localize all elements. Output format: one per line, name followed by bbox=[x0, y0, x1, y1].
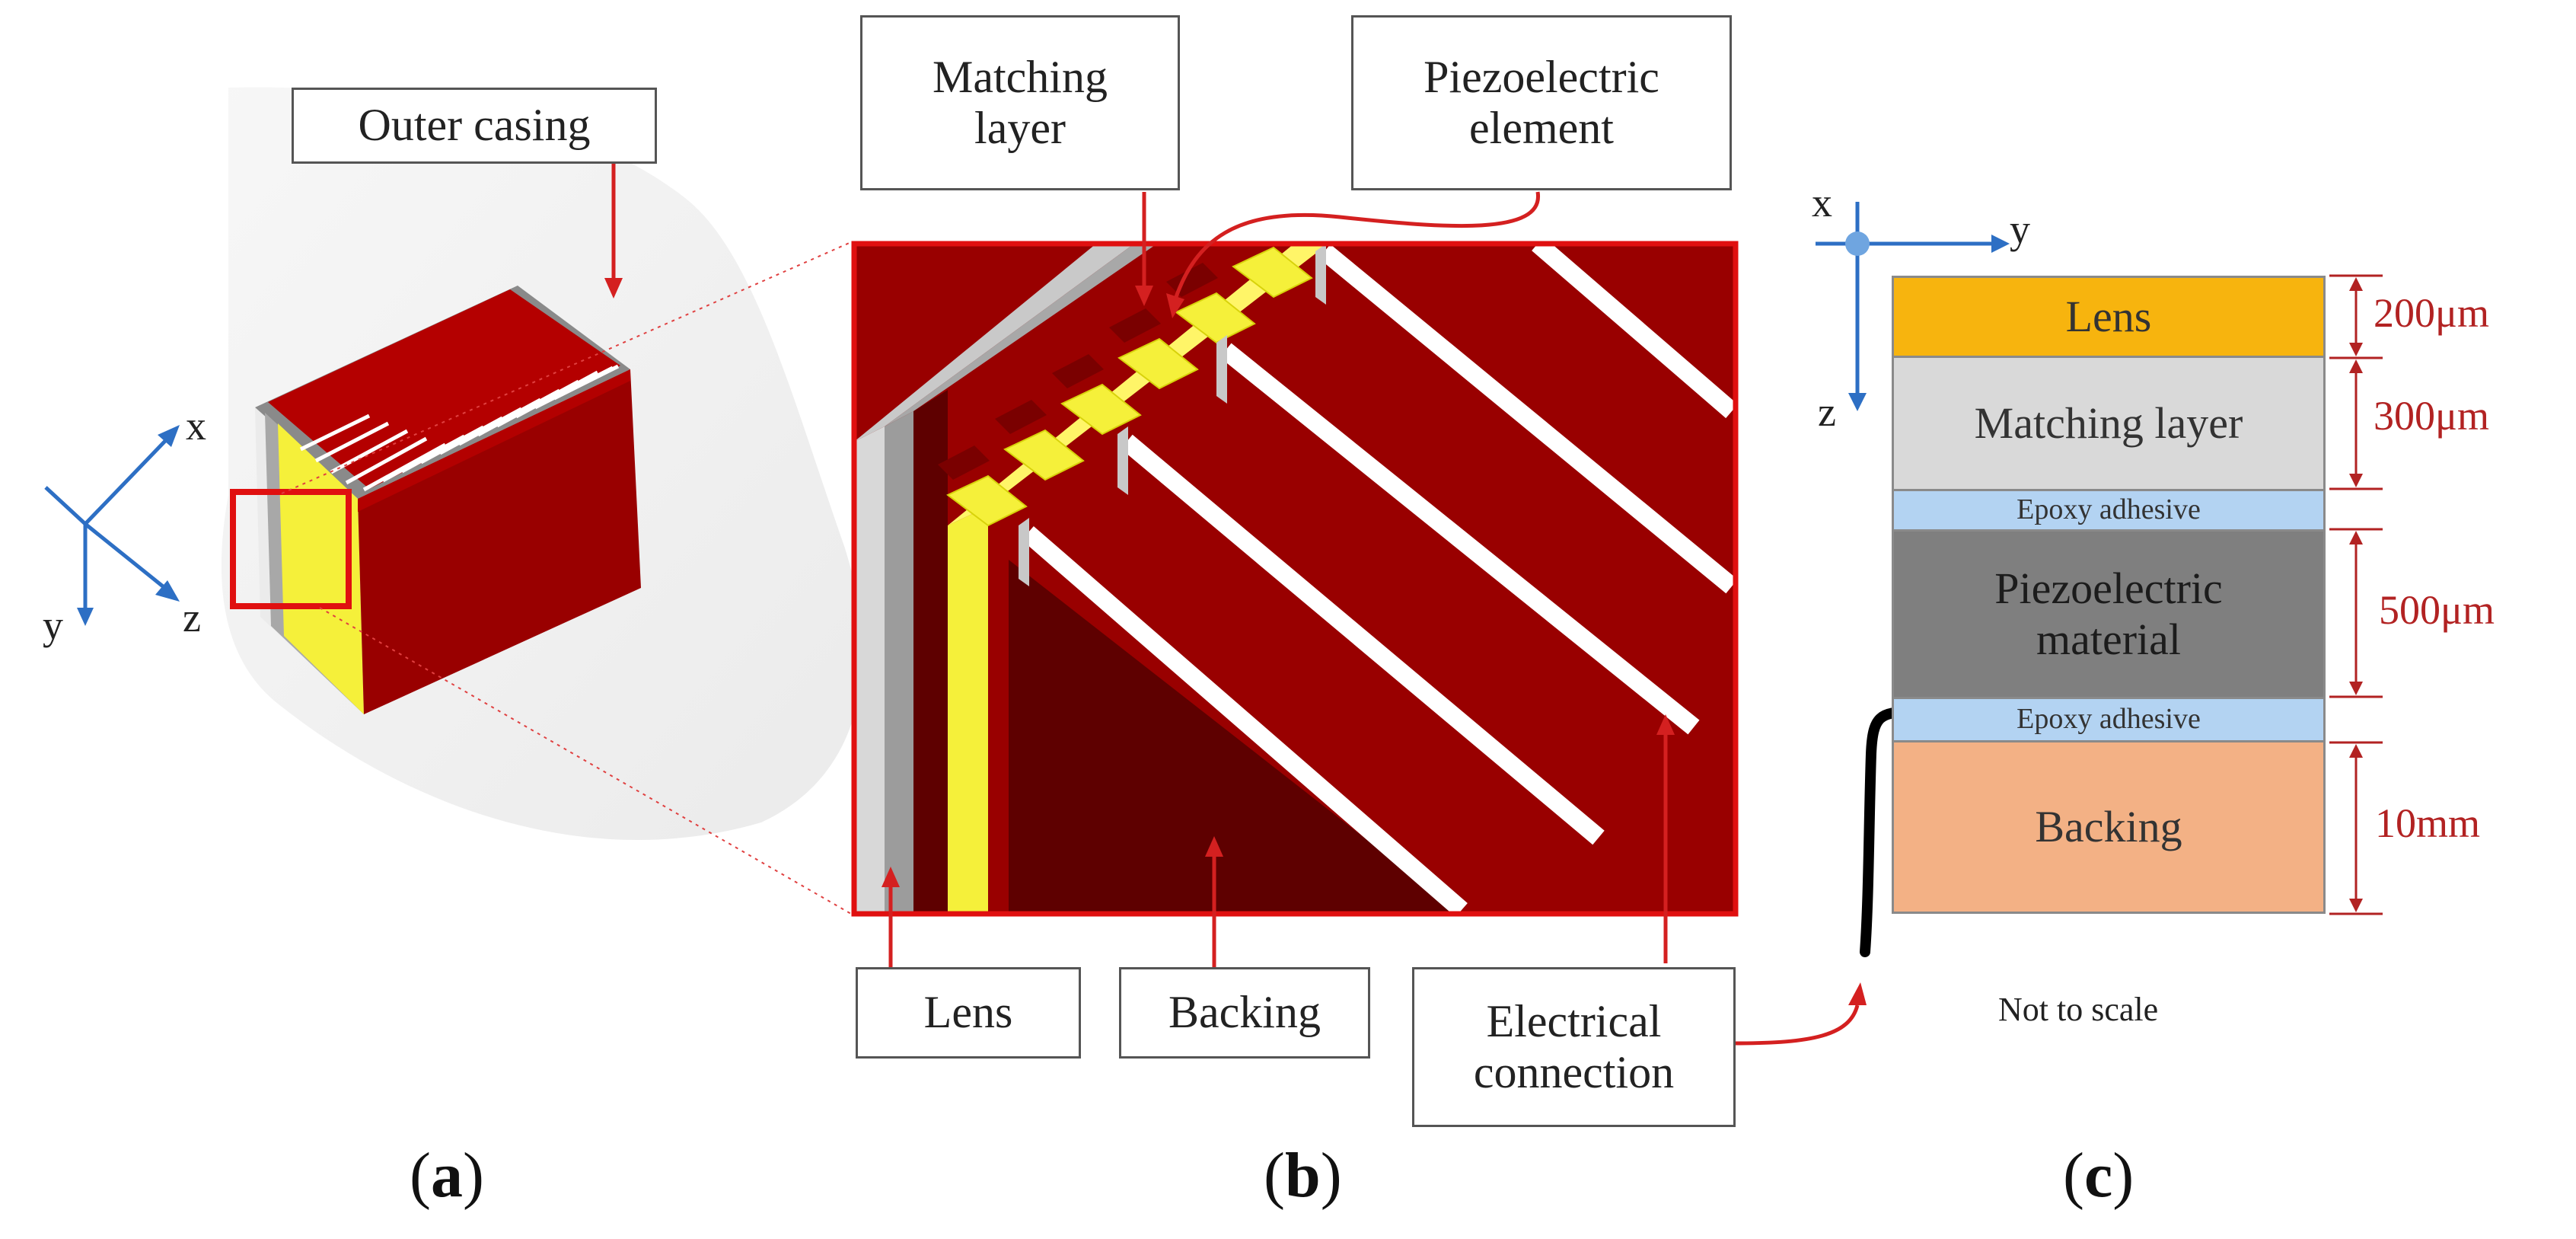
stack-layer-epoxy-top-text: Epoxy adhesive bbox=[2016, 493, 2201, 526]
outer-casing-text: Outer casing bbox=[358, 100, 591, 151]
axis-a-z-label: z bbox=[183, 595, 201, 640]
piezoelectric-element-label: Piezoelectric element bbox=[1351, 15, 1732, 190]
stack-layer-lens: Lens bbox=[1892, 276, 2326, 358]
electrical-connection-label: Electrical connection bbox=[1412, 967, 1736, 1127]
stack-layer-matching: Matching layer bbox=[1892, 356, 2326, 491]
zoom-guide-lines bbox=[281, 241, 852, 915]
axis-c-y-label: y bbox=[2010, 206, 2030, 252]
transducer-array bbox=[255, 286, 641, 714]
panel-a-letter: a bbox=[430, 1140, 463, 1211]
electrical-connection-text-2: connection bbox=[1473, 1047, 1675, 1097]
electrical-connection-text-1: Electrical bbox=[1486, 995, 1662, 1046]
matching-layer-text-2: layer bbox=[974, 103, 1066, 153]
lens-label: Lens bbox=[856, 967, 1081, 1059]
lens-label-text: Lens bbox=[923, 987, 1013, 1038]
panel-label-a: (a) bbox=[410, 1138, 484, 1212]
electrode-blocks bbox=[946, 246, 1313, 527]
electrical-connection-arrow bbox=[1656, 714, 1675, 963]
piezoelectric-element-text-1: Piezoelectric bbox=[1423, 51, 1659, 102]
lens-front-face bbox=[854, 426, 885, 914]
dimension-matching: 300μm bbox=[2374, 393, 2489, 439]
stack-layer-piezoelectric: Piezoelectric material bbox=[1892, 529, 2326, 699]
backing-arrow bbox=[1205, 836, 1223, 967]
axis-a-x-label: x bbox=[186, 403, 206, 449]
backing-label: Backing bbox=[1119, 967, 1370, 1059]
stack-layer-piezo-text-1: Piezoelectric bbox=[1994, 563, 2223, 613]
stack-layer-lens-text: Lens bbox=[2065, 291, 2152, 341]
matching-layer-text-1: Matching bbox=[933, 51, 1108, 102]
stack-layer-backing-text: Backing bbox=[2035, 801, 2182, 851]
axis-c-z-label: z bbox=[1818, 389, 1836, 435]
panel-c-open: ( bbox=[2063, 1140, 2084, 1211]
piezoelectric-element-arrow bbox=[1166, 191, 1540, 318]
dimension-lens: 200μm bbox=[2374, 290, 2489, 336]
lens-top-face bbox=[854, 244, 1134, 442]
backing-dark-region bbox=[1009, 560, 1462, 914]
axes-c bbox=[1816, 202, 2010, 411]
lens-top-face-edge bbox=[885, 244, 1157, 426]
electrical-to-stack-arrow bbox=[1735, 982, 1867, 1046]
matching-layer-label: Matching layer bbox=[860, 15, 1180, 190]
panel-label-b: (b) bbox=[1264, 1138, 1342, 1212]
panel-c-letter: c bbox=[2083, 1140, 2113, 1211]
stack-layer-epoxy-top: Epoxy adhesive bbox=[1892, 489, 2326, 532]
axes-a bbox=[44, 425, 180, 626]
stack-layer-matching-text: Matching layer bbox=[1974, 398, 2243, 448]
panel-b-open: ( bbox=[1264, 1140, 1285, 1211]
panel-a-open: ( bbox=[410, 1140, 431, 1211]
dimension-piezoelectric: 500μm bbox=[2379, 587, 2495, 633]
stack-dimension-ticks bbox=[2329, 274, 2383, 915]
panel-b-close: ) bbox=[1320, 1140, 1342, 1211]
matching-layer-arrow bbox=[1135, 192, 1153, 306]
electrode-front-face bbox=[948, 506, 988, 914]
electrical-connection-traces bbox=[1022, 244, 1736, 914]
matching-layer-strip bbox=[913, 390, 948, 914]
stack-layer-epoxy-bottom: Epoxy adhesive bbox=[1892, 697, 2326, 742]
panel-c-close: ) bbox=[2112, 1140, 2134, 1211]
axis-a-y-label: y bbox=[43, 602, 63, 648]
axis-c-x-label: x bbox=[1812, 180, 1832, 225]
panel-b-letter: b bbox=[1284, 1140, 1321, 1211]
piezoelectric-element-text-2: element bbox=[1469, 103, 1614, 153]
not-to-scale-note: Not to scale bbox=[1998, 991, 2159, 1028]
backing-label-text: Backing bbox=[1168, 987, 1321, 1038]
lens-side-face bbox=[885, 411, 913, 914]
stack-layer-epoxy-bottom-text: Epoxy adhesive bbox=[2016, 703, 2201, 736]
panel-a-close: ) bbox=[462, 1140, 484, 1211]
zoom-region-box bbox=[230, 489, 352, 609]
trace-shadows bbox=[1019, 244, 1326, 586]
connection-wire bbox=[1860, 707, 1916, 957]
outer-casing-label: Outer casing bbox=[292, 88, 657, 164]
dimension-backing: 10mm bbox=[2375, 800, 2481, 846]
zoom-frame bbox=[851, 241, 1739, 917]
stack-layer-piezo-text-2: material bbox=[2036, 614, 2181, 664]
stack-layer-backing: Backing bbox=[1892, 740, 2326, 914]
panel-label-c: (c) bbox=[2063, 1138, 2134, 1212]
matching-layer-blocks bbox=[938, 263, 1218, 480]
lens-arrow bbox=[882, 867, 900, 967]
